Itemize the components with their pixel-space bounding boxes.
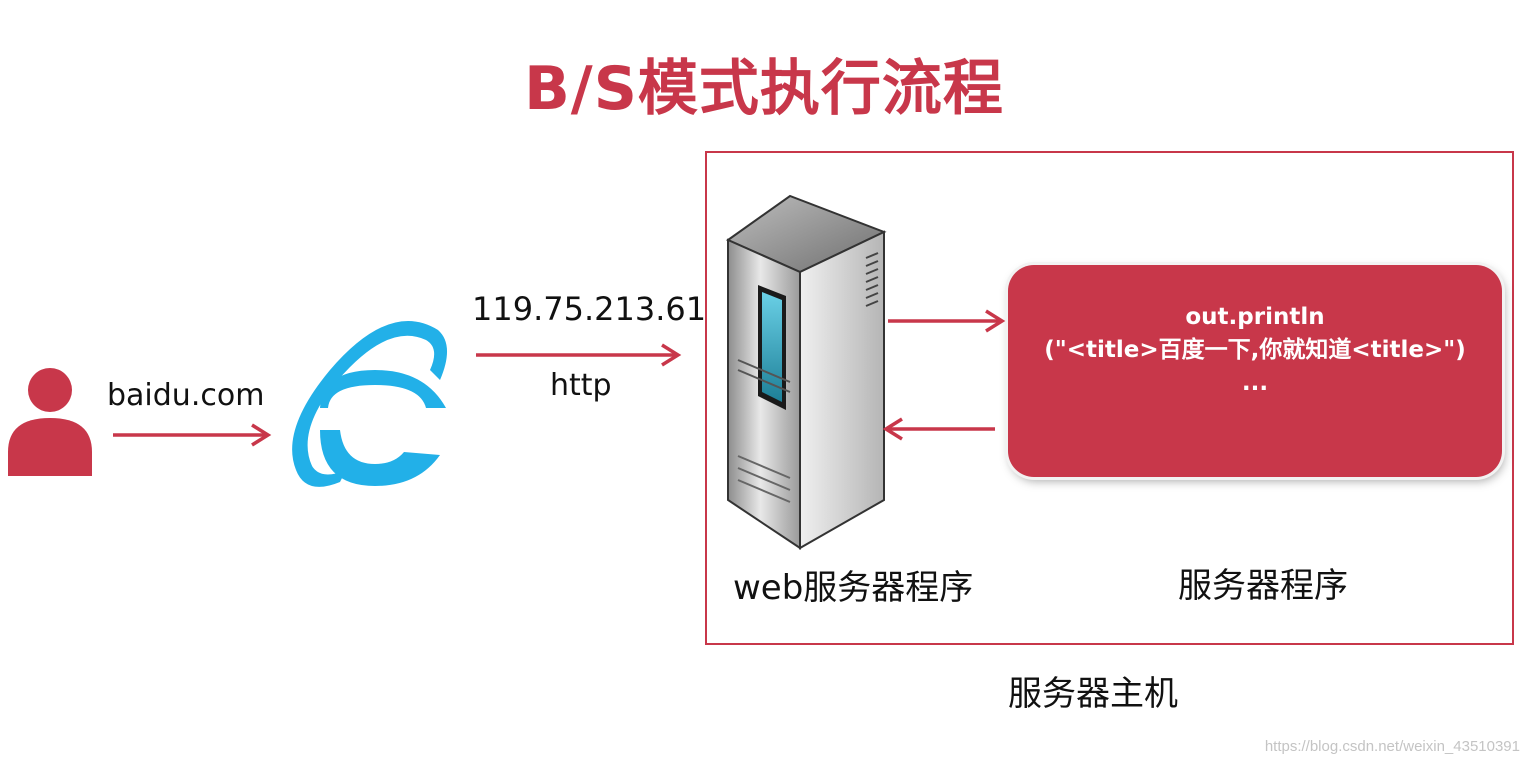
arrow-server-to-program <box>888 309 1006 333</box>
ip-address-label: 119.75.213.61 <box>472 290 707 328</box>
code-line-3: ... <box>1241 370 1269 396</box>
web-server-label: web服务器程序 <box>733 568 974 608</box>
server-program-code-box: out.println ("<title>百度一下,你就知道<title>") … <box>1008 265 1502 477</box>
server-program-label: 服务器程序 <box>1178 566 1348 606</box>
domain-label: baidu.com <box>107 378 265 413</box>
arrow-user-to-browser <box>113 423 272 447</box>
server-host-box <box>705 151 1514 645</box>
arrow-program-to-server <box>882 417 995 441</box>
diagram-title: B/S模式执行流程 <box>524 54 1004 124</box>
watermark: https://blog.csdn.net/weixin_43510391 <box>1264 738 1520 755</box>
code-line-2: ("<title>百度一下,你就知道<title>") <box>1044 337 1466 363</box>
server-tower-icon <box>725 194 887 550</box>
protocol-label: http <box>550 368 612 403</box>
server-host-label: 服务器主机 <box>1008 674 1178 714</box>
user-icon <box>8 368 92 476</box>
browser-e-icon <box>292 321 448 487</box>
code-line-1: out.println <box>1185 304 1325 330</box>
arrow-browser-to-server <box>476 343 682 367</box>
